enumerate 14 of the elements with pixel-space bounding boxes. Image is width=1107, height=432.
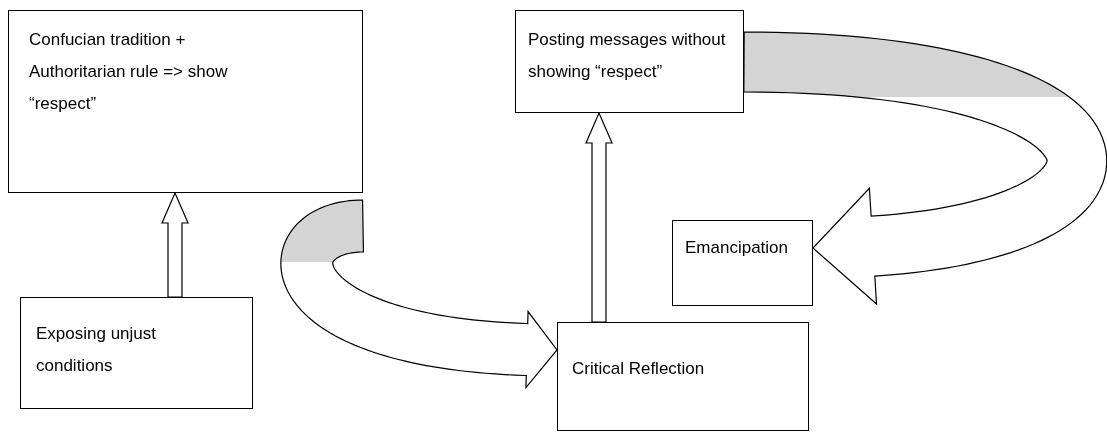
block-arrow — [743, 31, 1107, 306]
process-box — [557, 322, 809, 431]
box-label: Exposing unjust conditions — [36, 323, 158, 377]
process-box — [672, 220, 813, 306]
box-label: Emancipation — [685, 237, 789, 259]
box-label: Posting messages without showing “respect” — [528, 29, 727, 83]
block-arrow — [585, 111, 613, 323]
process-box — [20, 297, 253, 409]
box-label: Confucian tradition + Authoritarian rule => show “respect” — [29, 29, 229, 115]
process-box — [8, 10, 363, 193]
box-label: Critical Reflection — [572, 358, 706, 380]
process-box — [515, 10, 744, 113]
block-arrow — [161, 191, 189, 298]
block-arrow — [280, 199, 558, 390]
